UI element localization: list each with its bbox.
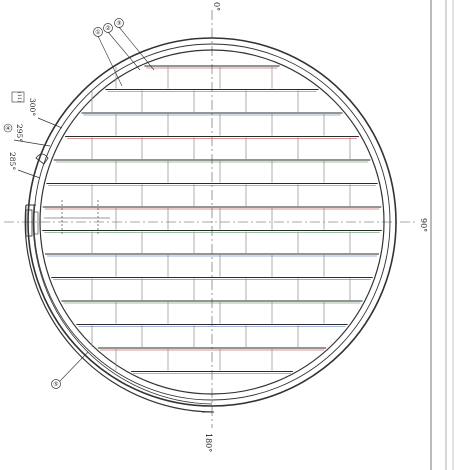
callout-bubble bbox=[3, 123, 13, 133]
left-bracket bbox=[25, 209, 33, 237]
leader-295 bbox=[13, 139, 51, 147]
callout-number: (11) bbox=[16, 92, 23, 102]
callout-number: ③ bbox=[116, 20, 121, 27]
callout-number: ④ bbox=[5, 125, 10, 132]
nozzle-detail bbox=[35, 153, 49, 165]
angle-label-top: 0° bbox=[212, 2, 221, 11]
callout-number: ⑤ bbox=[53, 381, 58, 388]
callout-number: ① bbox=[95, 29, 100, 36]
angle-label-295: 295° bbox=[15, 124, 24, 142]
angle-label-285: 285° bbox=[8, 152, 17, 170]
left-bracket bbox=[33, 211, 39, 235]
callout-bubble bbox=[103, 23, 113, 33]
angle-label-bottom: 180° bbox=[204, 433, 213, 452]
angle-label-right: 90° bbox=[419, 218, 428, 232]
floor-planks bbox=[42, 65, 382, 374]
curved-rail-inner bbox=[32, 204, 213, 405]
leader-285 bbox=[17, 169, 41, 179]
callout-leader bbox=[59, 351, 89, 382]
callout-leader bbox=[107, 31, 141, 71]
callout-leader bbox=[97, 35, 123, 87]
angle-label-300: 300° bbox=[28, 98, 37, 116]
tank-shell bbox=[39, 49, 385, 395]
callout-number: ② bbox=[105, 25, 110, 32]
leader-300 bbox=[37, 117, 63, 129]
curved-rail-outer bbox=[24, 204, 213, 413]
callout-bubble bbox=[114, 18, 124, 28]
callout-leader bbox=[118, 26, 155, 71]
callout-bubble bbox=[51, 379, 61, 389]
outer-ring bbox=[27, 37, 397, 407]
callout-box bbox=[11, 91, 25, 103]
